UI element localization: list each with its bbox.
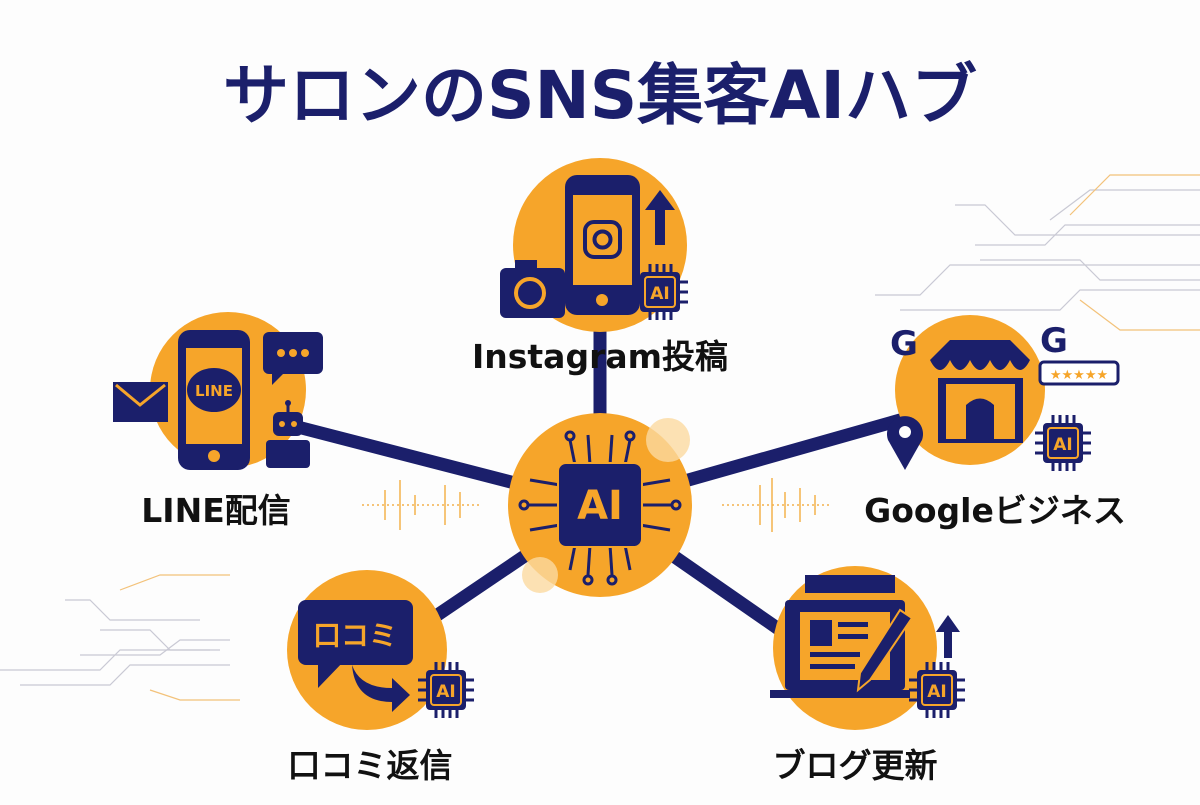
ai-chip-icon [518,430,682,586]
google-icon: G G [890,321,1068,364]
circuit-decoration-left [0,574,240,701]
laptop-icon [770,575,910,698]
node-review[interactable]: 口コミ AI 口コミ返信 [287,570,476,785]
page-title: サロンのSNS集客AIハブ [223,57,977,134]
upload-arrow-icon [645,190,675,245]
node-line[interactable]: LINE LINE配信 [113,312,323,530]
robot-icon [266,400,310,468]
google-chip-label: AI [1053,435,1072,455]
location-pin-icon [887,416,924,470]
sound-wave-right [722,478,830,532]
review-chip-label: AI [436,682,455,702]
node-label-line: LINE配信 [141,491,290,530]
node-google[interactable]: G G ★★★★★ AI Googleビジネス [864,315,1126,530]
phone-icon [565,175,640,315]
node-instagram[interactable]: AI Instagram投稿 [472,158,728,376]
node-label-instagram: Instagram投稿 [472,337,728,376]
google-logo-left: G [890,324,918,364]
storefront-icon [930,340,1030,443]
node-label-google: Googleビジネス [864,491,1126,530]
reply-arrow-icon [352,665,410,712]
camera-icon [500,260,565,318]
mail-icon [113,382,168,422]
line-bubble-icon [187,368,241,412]
line-badge-text: LINE [195,382,233,400]
sound-wave-left [362,480,480,530]
ai-hub[interactable]: AI [508,413,692,597]
rating-stars-icon: ★★★★★ [1038,360,1120,386]
upload-arrow-icon [936,615,960,658]
instagram-chip-label: AI [650,284,669,304]
chat-bubble-icon [263,332,323,385]
node-label-review: 口コミ返信 [288,746,453,785]
speech-bubble-icon [298,600,413,688]
pencil-icon [856,608,914,693]
review-badge-text: 口コミ [313,619,397,652]
rating-stars: ★★★★★ [1050,368,1108,383]
node-blog[interactable]: AI ブログ更新 [770,566,967,785]
node-label-blog: ブログ更新 [773,746,938,785]
google-logo-right: G [1040,321,1068,361]
blog-chip-label: AI [927,682,946,702]
instagram-icon [583,220,622,259]
circuit-decoration-right [875,174,1200,331]
hub-ai-label: AI [577,483,623,529]
